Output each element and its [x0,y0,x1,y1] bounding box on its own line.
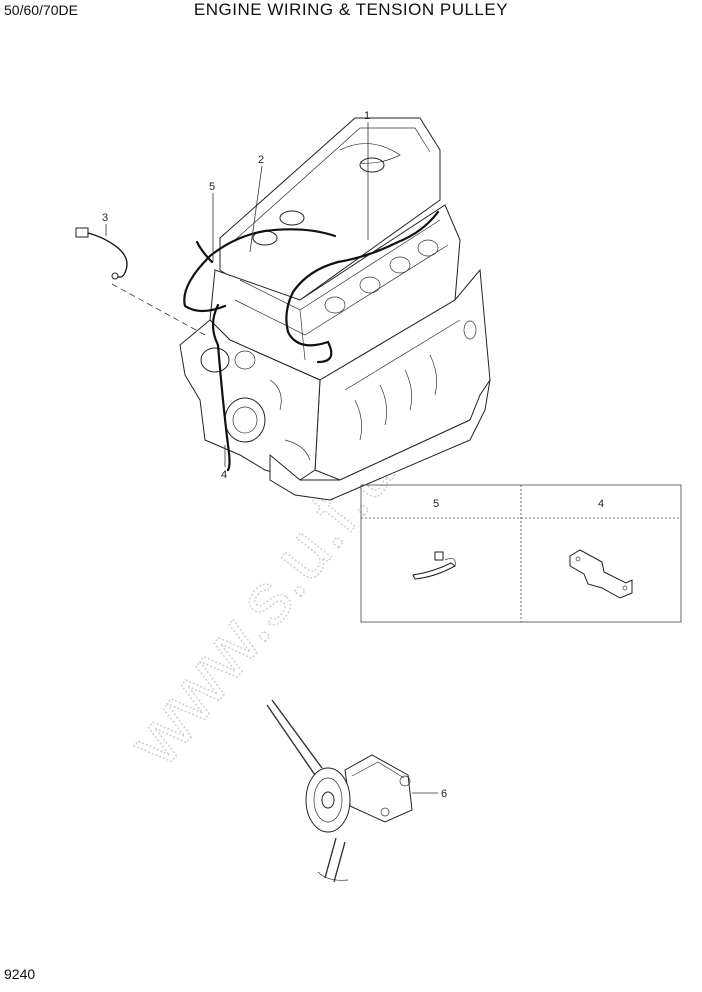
detail-header-5: 5 [433,498,439,510]
detail-box: 5 4 [360,484,682,623]
tension-pulley-assembly [266,699,413,883]
wiring-harness [183,210,440,472]
callout-2: 2 [258,154,264,166]
callout-3: 3 [102,212,108,224]
page-title: ENGINE WIRING & TENSION PULLEY [193,0,509,19]
callout-6: 6 [441,788,447,800]
model-code: 50/60/70DE [4,2,78,18]
callouts-main: 1 2 3 5 4 [102,110,370,481]
engine-assembly [179,117,491,501]
part-4-bracket [569,549,633,599]
detail-header-4: 4 [598,498,604,510]
part-5-clip [412,551,456,580]
callout-1: 1 [364,110,370,122]
callout-5: 5 [209,181,215,193]
part-3-sensor [75,227,206,336]
callout-4: 4 [221,469,227,481]
page-number: 9240 [4,966,36,982]
